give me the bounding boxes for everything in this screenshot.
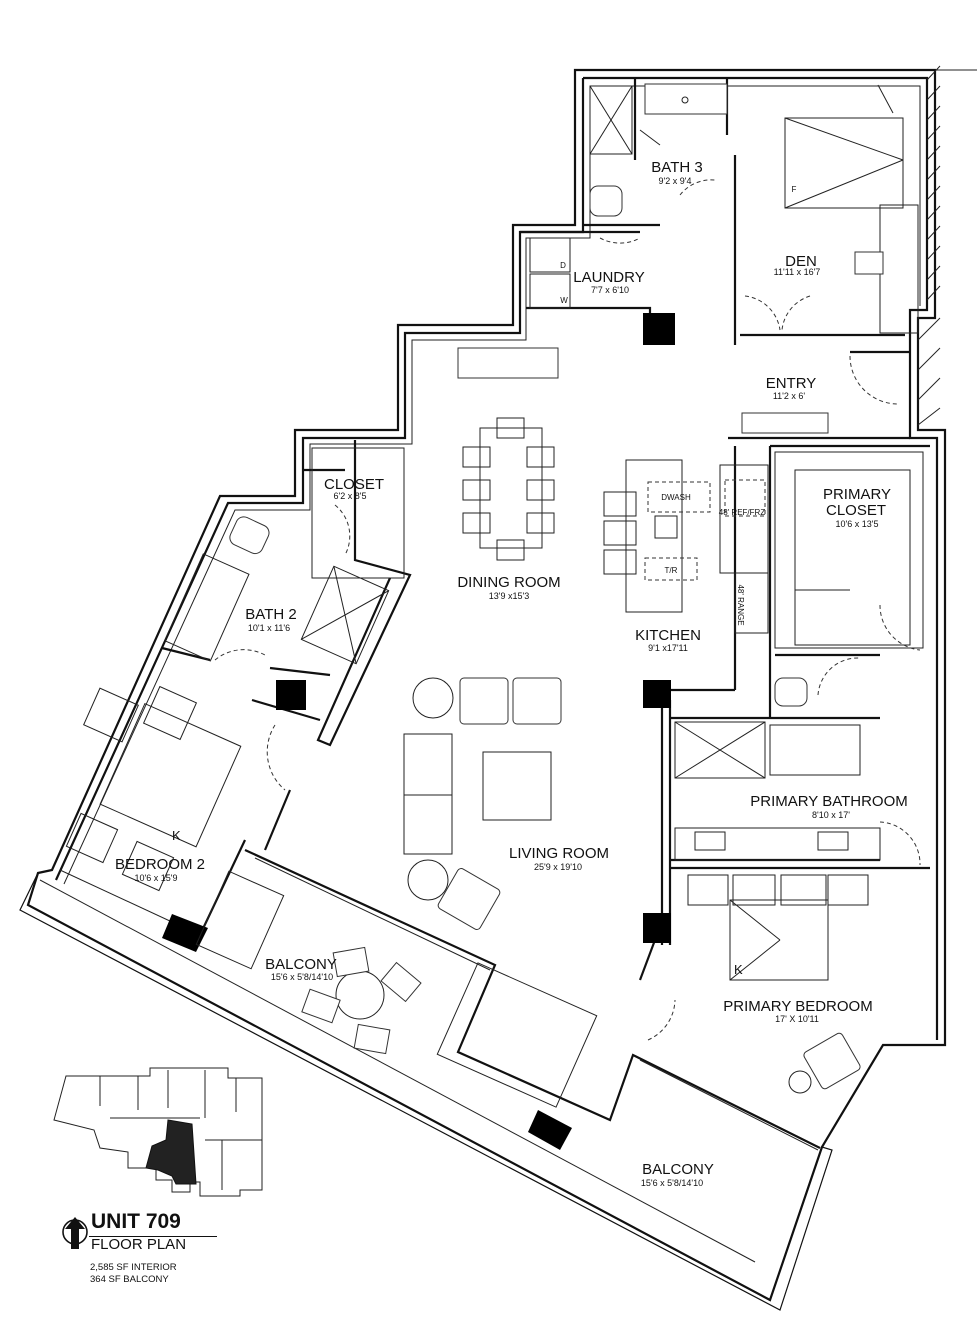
primary-bedroom-furniture: [687, 874, 869, 1094]
fireplace-label: F: [792, 185, 797, 194]
balcony2-label: BALCONY: [642, 1161, 714, 1178]
kitchen-label: KITCHEN: [635, 627, 701, 644]
unit-title: UNIT 709: [91, 1210, 181, 1233]
living-dims: 25'9 x 19'10: [534, 862, 582, 872]
washer-label: W: [560, 296, 568, 305]
unit-highlight: [145, 1119, 197, 1185]
den-label: DEN: [785, 253, 817, 270]
bath2-dims: 10'1 x 11'6: [248, 623, 290, 633]
appliance-labels: D W F DWASH 48' REF/FRZ 48' RANGE T/R K …: [172, 185, 797, 977]
laundry-label: LAUNDRY: [573, 269, 644, 286]
den-furniture: [784, 84, 919, 334]
bath3-dims: 9'2 x 9'4: [659, 176, 692, 186]
key-plan: [53, 1067, 263, 1197]
balcony2-dims: 15'6 x 5'8/14'10: [641, 1178, 703, 1188]
kitchen-fixtures: [457, 347, 829, 634]
door-swings: [214, 179, 921, 1041]
bath3-fixtures: [589, 83, 728, 217]
entry-dims: 11'2 x 6': [773, 391, 806, 401]
bath2-label: BATH 2: [245, 606, 296, 623]
primary-bedroom-dims: 17' X 10'11: [775, 1014, 819, 1024]
structural-columns: [162, 313, 675, 1150]
room-labels: BATH 3 9'2 x 9'4 DEN 11'11 x 16'7 LAUNDR…: [115, 159, 908, 1188]
laundry-dims: 7'7 x 6'10: [591, 285, 629, 295]
primary-bedroom-label: PRIMARY BEDROOM: [723, 998, 872, 1015]
living-furniture: [403, 677, 562, 930]
interior-area: 2,585 SF INTERIOR: [90, 1262, 177, 1273]
balcony1-dims: 15'6 x 5'8/14'10: [271, 972, 333, 982]
legend-rule: [89, 1236, 217, 1237]
bedroom2-label: BEDROOM 2: [115, 856, 205, 873]
laundry-appliances: [529, 237, 571, 309]
primary-bed-k-label: K: [734, 962, 743, 977]
refrigerator-label: 48' REF/FRZ: [719, 508, 766, 517]
primary-closet-label-1: PRIMARY: [823, 486, 891, 503]
balcony1-label: BALCONY: [265, 956, 337, 973]
living-label: LIVING ROOM: [509, 845, 609, 862]
bedroom2-furniture: [65, 685, 285, 970]
primary-closet-fixtures: [774, 451, 924, 649]
bath2-fixtures: [163, 447, 405, 665]
balcony-area: 364 SF BALCONY: [90, 1274, 169, 1285]
primary-bath-label: PRIMARY BATHROOM: [750, 793, 908, 810]
hatch-den: [917, 65, 941, 426]
kitchen-dims: 9'1 x17'11: [648, 643, 688, 653]
dining-furniture: [462, 417, 555, 561]
interior-walls: [161, 78, 930, 981]
closet-label: CLOSET: [324, 476, 384, 493]
balcony1-furniture: [301, 946, 598, 1108]
primary-closet-dims: 10'6 x 13'5: [836, 519, 879, 529]
bedroom2-dims: 10'6 x 15'9: [135, 873, 178, 883]
range-label: 48' RANGE: [736, 584, 745, 625]
primary-bath-dims: 8'10 x 17': [812, 810, 850, 820]
bed2-k-label: K: [172, 828, 181, 843]
dining-label: DINING ROOM: [457, 574, 560, 591]
entry-label: ENTRY: [766, 375, 817, 392]
primary-closet-label-2: CLOSET: [826, 502, 886, 519]
primary-bath-fixtures: [674, 677, 881, 861]
dining-dims: 13'9 x15'3: [489, 591, 529, 601]
closet-dims: 6'2 x 8'5: [334, 491, 367, 501]
north-arrow-icon: [62, 1217, 88, 1249]
den-dims: 11'11 x 16'7: [774, 267, 821, 277]
trash-label: T/R: [665, 566, 678, 575]
dryer-label: D: [560, 261, 566, 270]
floor-plan-subtitle: FLOOR PLAN: [91, 1236, 187, 1253]
balcony-outline: [19, 849, 833, 1311]
dishwasher-label: DWASH: [661, 493, 691, 502]
bath3-label: BATH 3: [651, 159, 702, 176]
